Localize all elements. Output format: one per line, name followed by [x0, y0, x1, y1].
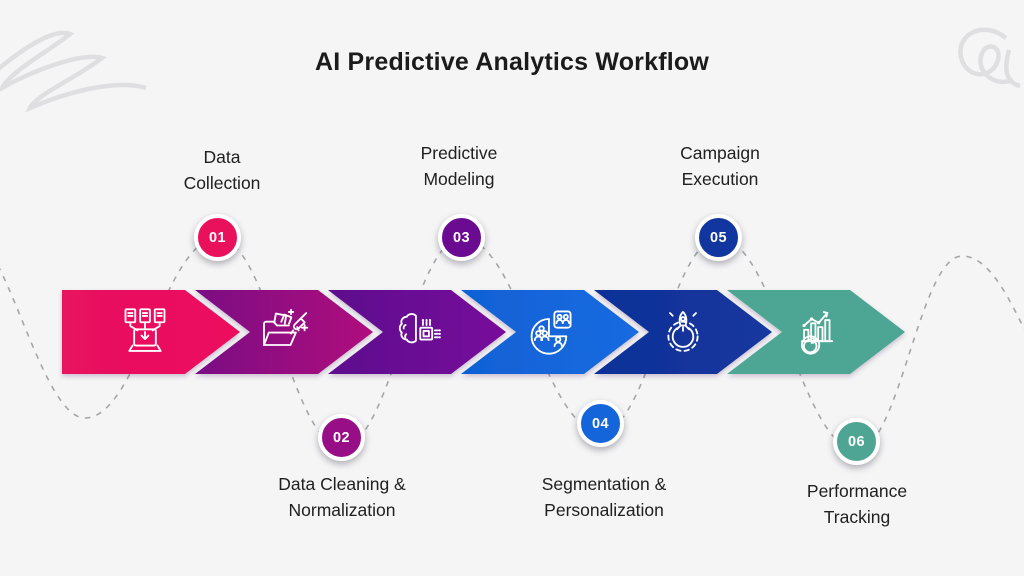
- step-label-line: Modeling: [423, 169, 495, 189]
- step-label-line: Tracking: [823, 507, 891, 527]
- step-label-predictive-modeling: Predictive Modeling: [339, 140, 579, 192]
- step-label-segmentation: Segmentation & Personalization: [484, 471, 724, 523]
- step-label-line: Campaign: [680, 143, 760, 163]
- chevron-step-4: [461, 290, 639, 374]
- step-label-line: Normalization: [288, 500, 396, 520]
- step-label-performance-tracking: Performance Tracking: [737, 478, 977, 530]
- step-badge-04: 04: [577, 400, 624, 447]
- step-label-line: Personalization: [544, 500, 664, 520]
- pie-users-icon: [530, 310, 572, 355]
- chevron-step-1: [62, 290, 240, 374]
- step-label-data-cleaning: Data Cleaning & Normalization: [222, 471, 462, 523]
- brain-chip-icon: [398, 313, 441, 344]
- step-number: 04: [592, 415, 609, 432]
- step-number: 03: [453, 229, 470, 246]
- chart-stopwatch-icon: [800, 311, 834, 355]
- top-left-scribble: [0, 30, 147, 113]
- step-label-line: Collection: [183, 173, 261, 193]
- step-number: 05: [710, 229, 727, 246]
- step-label-line: Segmentation &: [541, 474, 667, 494]
- rocket-gear-icon: [667, 311, 699, 352]
- step-label-line: Execution: [681, 169, 759, 189]
- step-label-line: Data: [203, 147, 241, 167]
- step-label-line: Data Cleaning &: [278, 474, 406, 494]
- step-badge-02: 02: [318, 414, 365, 461]
- top-right-scribble: [958, 27, 1021, 89]
- step-number: 06: [848, 433, 865, 450]
- chevron-step-5: [594, 290, 772, 374]
- laptop-download-icon: [124, 308, 166, 352]
- step-label-line: Predictive: [420, 143, 498, 163]
- step-badge-06: 06: [833, 418, 880, 465]
- step-badge-03: 03: [438, 214, 485, 261]
- folder-cleaning-icon: [263, 308, 309, 346]
- step-label-line: Performance: [806, 481, 908, 501]
- chevron-step-3: [328, 290, 506, 374]
- step-badge-05: 05: [695, 214, 742, 261]
- page-title: AI Predictive Analytics Workflow: [314, 48, 709, 76]
- step-label-data-collection: Data Collection: [102, 144, 342, 196]
- step-number: 01: [209, 229, 226, 246]
- step-label-campaign-execution: Campaign Execution: [600, 140, 840, 192]
- step-number: 02: [333, 429, 350, 446]
- step-badge-01: 01: [194, 214, 241, 261]
